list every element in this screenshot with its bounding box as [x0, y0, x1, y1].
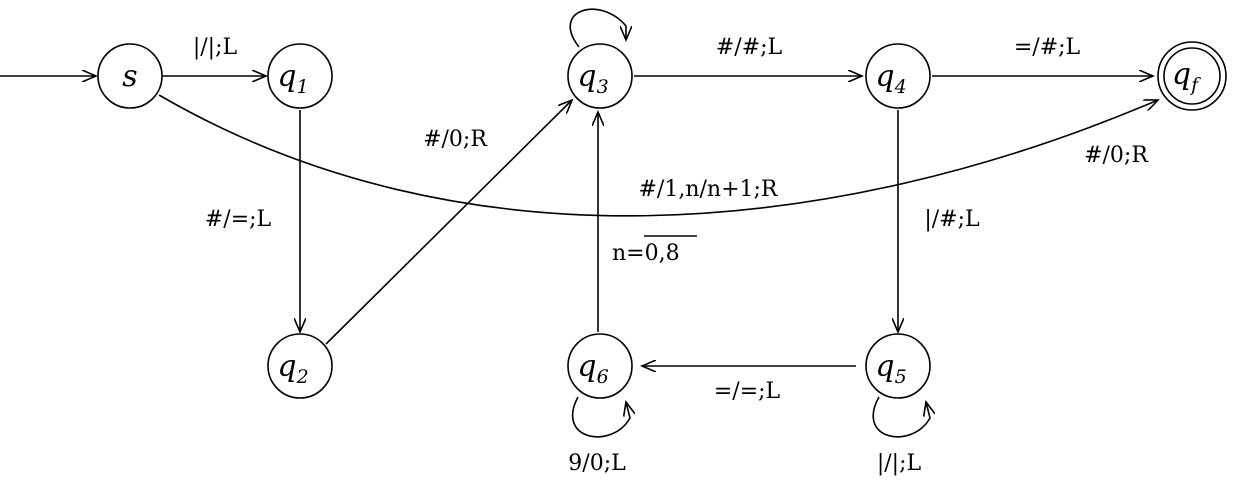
state-label: q — [1172, 57, 1191, 92]
svg-text:q1: q1 — [277, 59, 308, 98]
state-label: q — [875, 349, 894, 384]
range-annotation: n=0,8 — [612, 241, 680, 266]
state-subscript: 4 — [894, 76, 907, 98]
edge-label-q4-qf: =/#;L — [1014, 35, 1081, 60]
state-q6: q6 — [567, 333, 633, 399]
svg-text:q5: q5 — [875, 349, 906, 388]
loop-q6 — [571, 396, 630, 438]
state-subscript: 2 — [296, 366, 309, 388]
state-label: q — [875, 59, 894, 94]
svg-text:q3: q3 — [577, 59, 608, 98]
loop-q3 — [569, 8, 626, 48]
edge-label-s-q1: |/|;L — [193, 35, 238, 60]
svg-text:qf: qf — [1172, 57, 1201, 96]
svg-text:q4: q4 — [875, 59, 906, 98]
state-subscript: 3 — [597, 76, 609, 98]
state-label: q — [277, 59, 296, 94]
state-subscript: 1 — [297, 76, 309, 98]
edge-s-qf — [158, 94, 1158, 217]
state-label: q — [577, 349, 596, 384]
edge-label-q4-q5: |/#;L — [924, 207, 980, 232]
edge-label-s-qf: #/0;R — [1084, 143, 1149, 168]
edge-label-q6-q3: #/1,n/n+1;R — [639, 177, 779, 202]
state-subscript: f — [1189, 74, 1201, 96]
edge-label-q3-q4: #/#;L — [716, 35, 783, 60]
state-q4: q4 — [865, 43, 931, 109]
state-label: s — [122, 59, 137, 94]
edge-q2-q3 — [325, 100, 572, 345]
svg-text:q2: q2 — [277, 349, 308, 388]
svg-text:q6: q6 — [577, 349, 608, 388]
state-subscript: 5 — [895, 366, 907, 388]
state-s: s — [97, 43, 163, 109]
svg-text:s: s — [122, 59, 137, 94]
edge-label-q5-loop: |/|;L — [877, 451, 922, 476]
edge-label-q5-q6: =/=;L — [714, 379, 781, 404]
edge-label-q2-q3: #/0;R — [423, 127, 488, 152]
state-label: q — [277, 349, 296, 384]
state-label: q — [577, 59, 596, 94]
state-q5: q5 — [865, 333, 931, 399]
state-q3: q3 — [567, 43, 633, 109]
state-qf-accepting: qf — [1157, 41, 1227, 111]
state-subscript: 6 — [597, 366, 609, 388]
edge-label-q1-q2: #/=;L — [205, 207, 272, 232]
edge-label-q6-loop: 9/0;L — [568, 451, 626, 476]
state-q2: q2 — [267, 333, 333, 399]
state-q1: q1 — [267, 43, 333, 109]
loop-q5 — [872, 396, 930, 438]
